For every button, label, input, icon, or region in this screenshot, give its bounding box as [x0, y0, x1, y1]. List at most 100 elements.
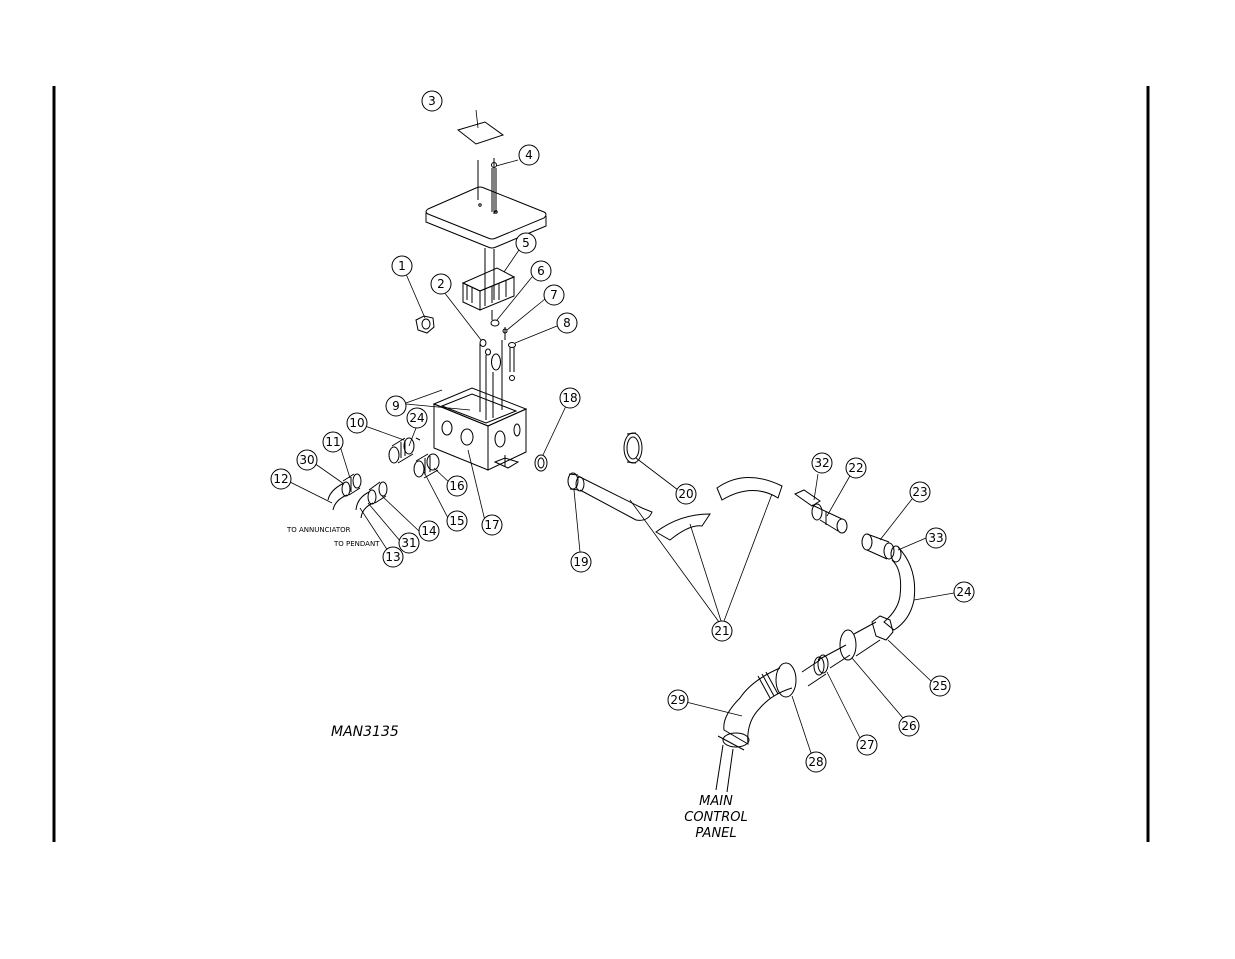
- part-drawings: [327, 121, 916, 793]
- callout-8: 8: [556, 312, 578, 334]
- svg-text:7: 7: [550, 288, 558, 302]
- part-cable-gland-upper: [388, 437, 421, 464]
- svg-text:30: 30: [299, 453, 314, 467]
- svg-text:18: 18: [562, 391, 577, 405]
- part-washer: [534, 454, 548, 472]
- label-main-control-panel-line2: CONTROL: [684, 810, 747, 825]
- callout-3: 3: [421, 90, 443, 112]
- callout-15: 15: [446, 510, 468, 532]
- part-junction-box: [432, 387, 528, 471]
- part-female-connector: [861, 533, 902, 563]
- svg-text:25: 25: [932, 679, 947, 693]
- callout-30: 30: [296, 449, 318, 471]
- svg-text:23: 23: [912, 485, 927, 499]
- callout-5: 5: [515, 232, 537, 254]
- svg-text:24: 24: [956, 585, 971, 599]
- svg-text:27: 27: [859, 738, 874, 752]
- callout-25: 25: [929, 675, 951, 697]
- part-small-nut: [490, 319, 500, 327]
- part-lock-nut: [415, 315, 435, 334]
- svg-text:16: 16: [449, 479, 464, 493]
- part-ground-screw: [508, 342, 516, 381]
- part-conduit-nipple: [567, 472, 653, 521]
- label-to-pendant: TO PENDANT: [333, 540, 380, 548]
- leader-lines: [289, 109, 955, 757]
- callout-11: 11: [322, 431, 344, 453]
- text-labels: TO ANNUNCIATOR TO PENDANT MAN3135 MAIN C…: [286, 526, 748, 841]
- callout-7: 7: [543, 284, 565, 306]
- callout-21: 21: [711, 620, 733, 642]
- svg-text:19: 19: [573, 555, 588, 569]
- part-male-connector: [793, 489, 848, 534]
- callout-33: 33: [925, 527, 947, 549]
- part-o-ring: [491, 353, 501, 371]
- callout-22: 22: [845, 457, 867, 479]
- svg-text:9: 9: [392, 399, 400, 413]
- svg-text:8: 8: [563, 316, 571, 330]
- callout-12: 12: [270, 468, 292, 490]
- svg-text:3: 3: [428, 94, 436, 108]
- callout-14: 14: [418, 520, 440, 542]
- svg-text:32: 32: [814, 456, 829, 470]
- svg-text:21: 21: [714, 624, 729, 638]
- callout-23: 23: [909, 481, 931, 503]
- callout-6: 6: [530, 260, 552, 282]
- part-pendant-connector: [355, 481, 388, 519]
- svg-text:5: 5: [522, 236, 530, 250]
- page-border: [52, 86, 1150, 842]
- callout-20: 20: [675, 483, 697, 505]
- callout-24-upper: 24: [406, 407, 428, 429]
- part-hose: [883, 546, 916, 631]
- callout-1: 1: [391, 255, 413, 277]
- label-main-control-panel-line3: PANEL: [695, 826, 736, 841]
- callout-18: 18: [559, 387, 581, 409]
- svg-text:14: 14: [421, 524, 436, 538]
- svg-text:26: 26: [901, 719, 916, 733]
- part-seal-ring: [623, 432, 643, 464]
- callout-19: 19: [570, 551, 592, 573]
- callout-16: 16: [446, 475, 468, 497]
- svg-text:6: 6: [537, 264, 545, 278]
- drawing-id: MAN3135: [331, 724, 399, 740]
- part-bulkhead-fitting: [775, 621, 881, 698]
- svg-text:24: 24: [409, 411, 424, 425]
- callout-31: 31: [398, 532, 420, 554]
- part-terminal-block: [461, 267, 516, 311]
- part-annunciator-connector: [327, 473, 362, 511]
- callout-17: 17: [481, 514, 503, 536]
- part-label-plate: [456, 121, 505, 145]
- part-flange-nut: [871, 615, 894, 641]
- callout-9: 9: [385, 395, 407, 417]
- svg-text:1: 1: [398, 259, 406, 273]
- callout-28: 28: [805, 751, 827, 773]
- svg-text:28: 28: [808, 755, 823, 769]
- callout-26: 26: [898, 715, 920, 737]
- svg-text:4: 4: [525, 148, 533, 162]
- callout-13: 13: [382, 546, 404, 568]
- callout-2: 2: [430, 273, 452, 295]
- part-cable-gland-lower: [413, 453, 440, 479]
- callout-24-lower: 24: [953, 581, 975, 603]
- callout-4: 4: [518, 144, 540, 166]
- svg-text:17: 17: [484, 518, 499, 532]
- svg-text:10: 10: [349, 416, 364, 430]
- svg-text:13: 13: [385, 550, 400, 564]
- svg-text:20: 20: [678, 487, 693, 501]
- callout-bubbles: 1 2 3 4 5 6 7 8 9 10 11 12 13 14 15 16 1…: [270, 90, 975, 773]
- svg-text:29: 29: [670, 693, 685, 707]
- callout-27: 27: [856, 734, 878, 756]
- part-cover-screw: [491, 162, 497, 212]
- callout-29: 29: [667, 689, 689, 711]
- part-elbow: [715, 667, 793, 793]
- part-flex-conduit: [655, 477, 783, 541]
- svg-text:12: 12: [273, 472, 288, 486]
- svg-text:15: 15: [449, 514, 464, 528]
- svg-text:22: 22: [848, 461, 863, 475]
- svg-text:31: 31: [401, 536, 416, 550]
- part-box-cover: [425, 186, 547, 249]
- svg-text:33: 33: [928, 531, 943, 545]
- svg-text:11: 11: [325, 435, 340, 449]
- callout-32: 32: [811, 452, 833, 474]
- label-to-annunciator: TO ANNUNCIATOR: [286, 526, 351, 534]
